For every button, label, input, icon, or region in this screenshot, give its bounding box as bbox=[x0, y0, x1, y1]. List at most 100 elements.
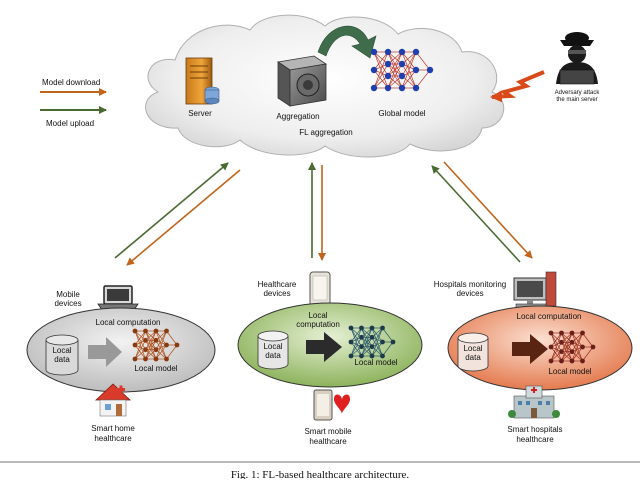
client1-device-line2: devices bbox=[54, 299, 81, 308]
network-edge bbox=[373, 51, 389, 89]
hacker-icon bbox=[556, 32, 598, 85]
network-edge bbox=[582, 346, 594, 362]
network-edge bbox=[371, 337, 383, 357]
client2-name-line2: healthcare bbox=[309, 437, 347, 446]
network-edge bbox=[401, 51, 417, 77]
network-node bbox=[412, 48, 420, 56]
network-node bbox=[412, 84, 420, 92]
network-edge bbox=[571, 346, 583, 362]
network-node bbox=[348, 325, 354, 331]
client3-data-line1: Local bbox=[463, 344, 482, 353]
network-node bbox=[143, 356, 148, 362]
network-node bbox=[359, 325, 364, 331]
network-node bbox=[369, 325, 375, 331]
upload-arrow-left bbox=[114, 162, 229, 259]
network-edge bbox=[401, 51, 417, 71]
network-edge bbox=[155, 330, 167, 350]
network-edge bbox=[382, 341, 394, 357]
network-node bbox=[359, 353, 364, 359]
network-edge bbox=[373, 51, 389, 71]
client3-name-line1: Smart hospitals bbox=[507, 425, 562, 434]
network-edge bbox=[387, 63, 403, 89]
network-node bbox=[153, 347, 159, 353]
client-smart-home: Mobile devices Local computation Local d… bbox=[26, 285, 216, 443]
figure-caption: Fig. 1: FL-based healthcare architecture… bbox=[231, 469, 410, 479]
network-edge bbox=[550, 332, 562, 348]
client1-name-line1: Smart home bbox=[91, 424, 135, 433]
network-node bbox=[370, 66, 378, 74]
network-node bbox=[580, 344, 585, 350]
network-edge bbox=[401, 69, 417, 89]
client-smart-hospitals: Hospitals monitoring devices Local compu… bbox=[434, 271, 633, 444]
network-node bbox=[398, 60, 406, 68]
network-edge bbox=[373, 51, 389, 77]
client1-data-line1: Local bbox=[52, 346, 71, 355]
network-node bbox=[369, 334, 375, 340]
client3-device-line1: Hospitals monitoring bbox=[434, 280, 506, 289]
network-node bbox=[548, 358, 554, 364]
communication-arrows bbox=[114, 161, 533, 266]
network-edge bbox=[550, 342, 562, 362]
network-edge bbox=[571, 342, 583, 362]
network-edge bbox=[571, 332, 583, 352]
network-node bbox=[390, 339, 396, 345]
network-edge bbox=[571, 332, 583, 348]
client2-local-model-icon bbox=[348, 325, 396, 359]
network-node bbox=[398, 72, 406, 80]
network-node bbox=[384, 48, 392, 56]
network-node bbox=[369, 353, 375, 359]
network-edge bbox=[550, 332, 562, 362]
network-edge bbox=[134, 340, 146, 360]
network-edge bbox=[387, 51, 403, 77]
attack-lightning-bolt bbox=[490, 70, 545, 103]
network-edge bbox=[350, 327, 362, 357]
network-node bbox=[559, 339, 564, 345]
client1-device-line1: Mobile bbox=[56, 290, 80, 299]
network-edge bbox=[371, 327, 383, 343]
network-node bbox=[380, 339, 385, 345]
network-edge bbox=[401, 51, 417, 89]
client2-model-label: Local model bbox=[354, 358, 397, 367]
network-edge bbox=[155, 344, 167, 360]
network-edge bbox=[350, 327, 362, 343]
download-arrow-right bbox=[443, 161, 533, 259]
network-edge bbox=[350, 341, 362, 357]
client2-local-computation-line2: computation bbox=[296, 320, 340, 329]
global-model-network-icon bbox=[370, 48, 434, 92]
client1-local-computation: Local computation bbox=[96, 318, 161, 327]
legend-upload-label: Model upload bbox=[46, 119, 94, 128]
network-node bbox=[548, 344, 554, 350]
network-edge bbox=[371, 327, 383, 357]
network-node bbox=[143, 328, 148, 334]
network-node bbox=[580, 330, 585, 336]
upload-arrow-right bbox=[431, 165, 521, 263]
network-edge bbox=[371, 341, 383, 357]
network-node bbox=[164, 328, 169, 334]
network-node bbox=[426, 66, 434, 74]
legend: Model download Model upload bbox=[40, 78, 107, 128]
client3-local-model-icon bbox=[548, 330, 596, 364]
network-edge bbox=[571, 332, 583, 362]
client1-model-label: Local model bbox=[134, 364, 177, 373]
client1-name-line2: healthcare bbox=[94, 434, 132, 443]
client-smart-mobile: Healthcare devices Local computation Loc… bbox=[237, 271, 423, 446]
client3-data-line2: data bbox=[465, 353, 481, 362]
network-edge bbox=[550, 332, 562, 352]
hospital-building-icon bbox=[508, 385, 560, 419]
network-edge bbox=[134, 330, 146, 346]
server-label: Server bbox=[188, 109, 212, 118]
network-edge bbox=[561, 332, 573, 352]
network-node bbox=[143, 337, 148, 343]
network-edge bbox=[582, 332, 594, 348]
network-edge bbox=[350, 337, 362, 357]
network-node bbox=[590, 344, 596, 350]
network-node bbox=[370, 48, 378, 56]
network-node bbox=[348, 339, 354, 345]
client3-local-computation: Local computation bbox=[517, 312, 582, 321]
network-node bbox=[569, 358, 575, 364]
network-edge bbox=[387, 51, 403, 89]
client1-data-line2: data bbox=[54, 355, 70, 364]
client2-device-line1: Healthcare bbox=[258, 280, 297, 289]
network-edge bbox=[561, 342, 573, 362]
